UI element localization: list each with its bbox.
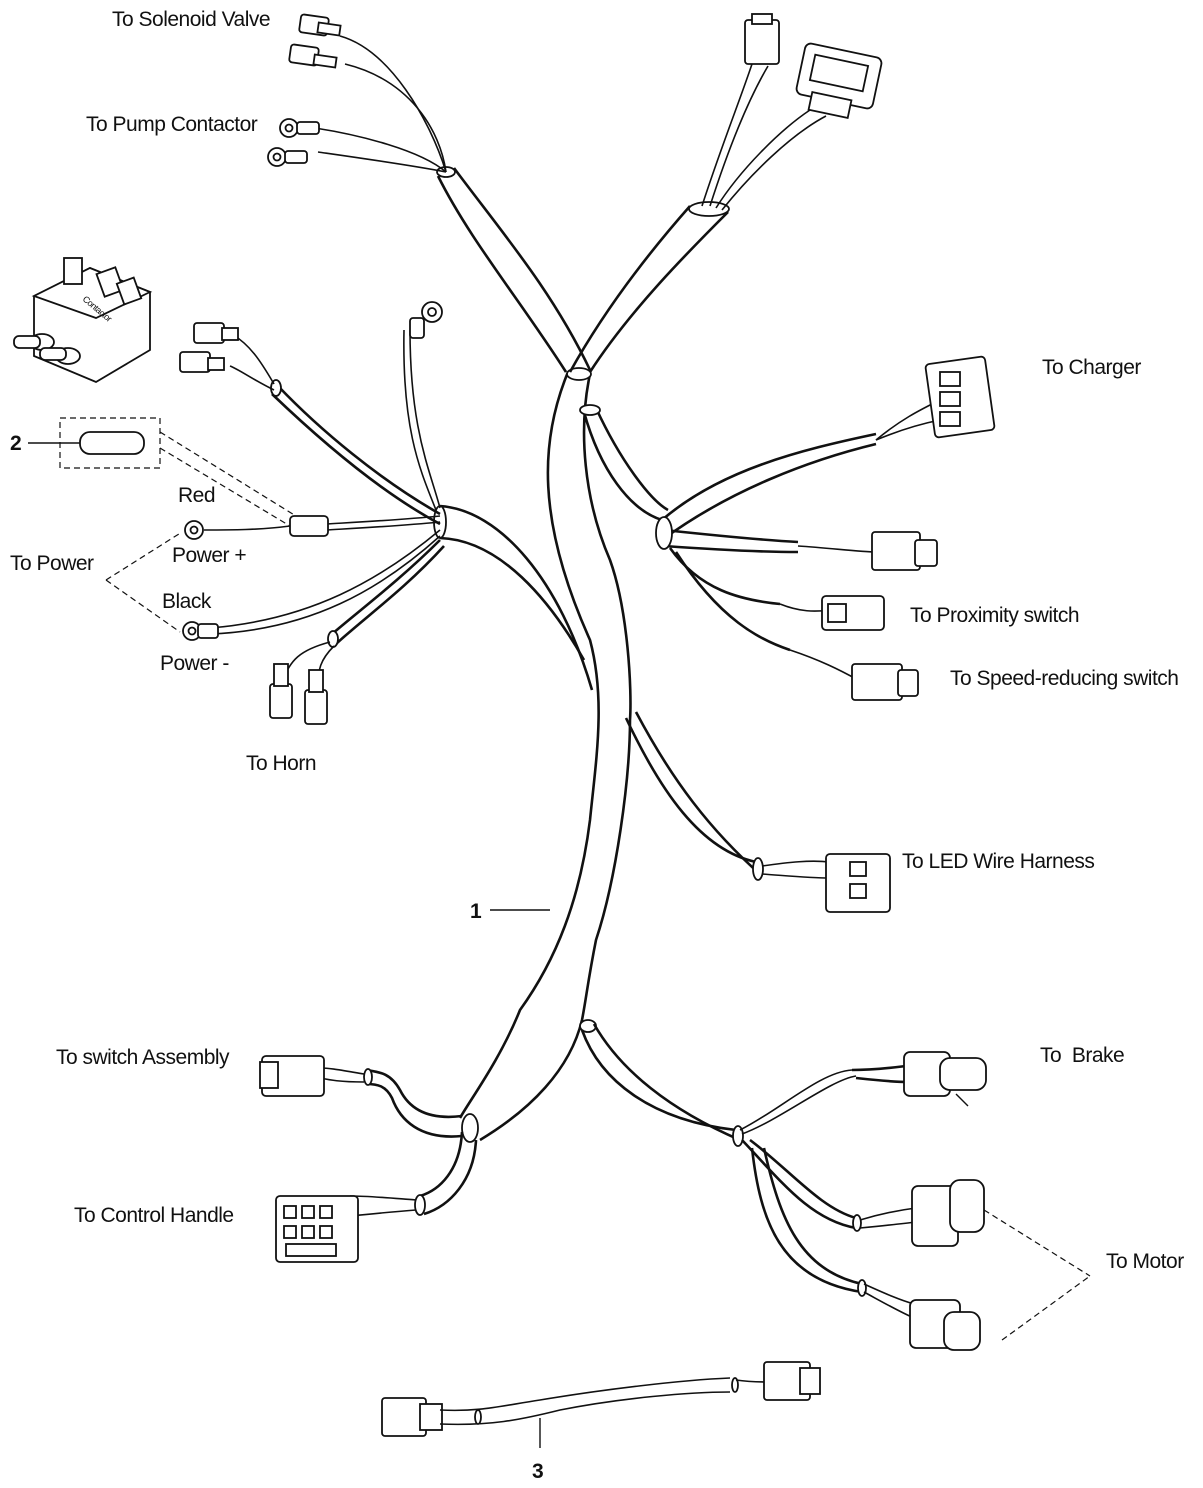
label-brake: To Brake (1040, 1044, 1124, 1067)
power-bracket (105, 531, 183, 633)
callout-2: 2 (10, 432, 22, 455)
solenoid-valve-connectors (288, 13, 342, 69)
branch-left-power (179, 301, 594, 725)
label-control-handle: To Control Handle (74, 1204, 234, 1227)
branch-solenoid-pump (314, 35, 592, 373)
label-black: Black (162, 590, 212, 613)
motor-bracket (983, 1209, 1091, 1341)
fuse-part (28, 417, 297, 527)
label-led-wire-harness: To LED Wire Harness (902, 850, 1094, 873)
label-pump-contactor: To Pump Contactor (86, 113, 258, 136)
branch-right-upper (579, 355, 996, 701)
callout-1: 1 (470, 900, 482, 923)
labels: To Solenoid Valve To Pump Contactor To C… (10, 8, 1185, 1483)
pump-contactor-terminals (267, 118, 320, 167)
label-motor: To Motor (1106, 1250, 1184, 1273)
label-proximity-switch: To Proximity switch (910, 604, 1079, 627)
label-switch-assembly: To switch Assembly (56, 1046, 230, 1069)
callout-leaders (490, 909, 550, 1448)
contactor-part: Contactor (13, 257, 153, 384)
callout-3: 3 (532, 1460, 544, 1483)
label-power-minus: Power - (160, 652, 229, 675)
jumper-cable (381, 1361, 821, 1437)
branch-lower-right (579, 1019, 987, 1351)
label-charger: To Charger (1042, 356, 1141, 379)
label-power-plus: Power + (172, 544, 246, 567)
label-speed-reducing-switch: To Speed-reducing switch (950, 667, 1178, 690)
label-red: Red (178, 484, 215, 507)
branch-led (624, 711, 891, 913)
label-horn: To Horn (246, 752, 316, 775)
main-trunk (458, 367, 632, 1142)
branch-lower-left (259, 1055, 479, 1263)
branch-upper-right (568, 13, 883, 373)
label-power: To Power (10, 552, 94, 575)
label-solenoid-valve: To Solenoid Valve (112, 8, 270, 31)
